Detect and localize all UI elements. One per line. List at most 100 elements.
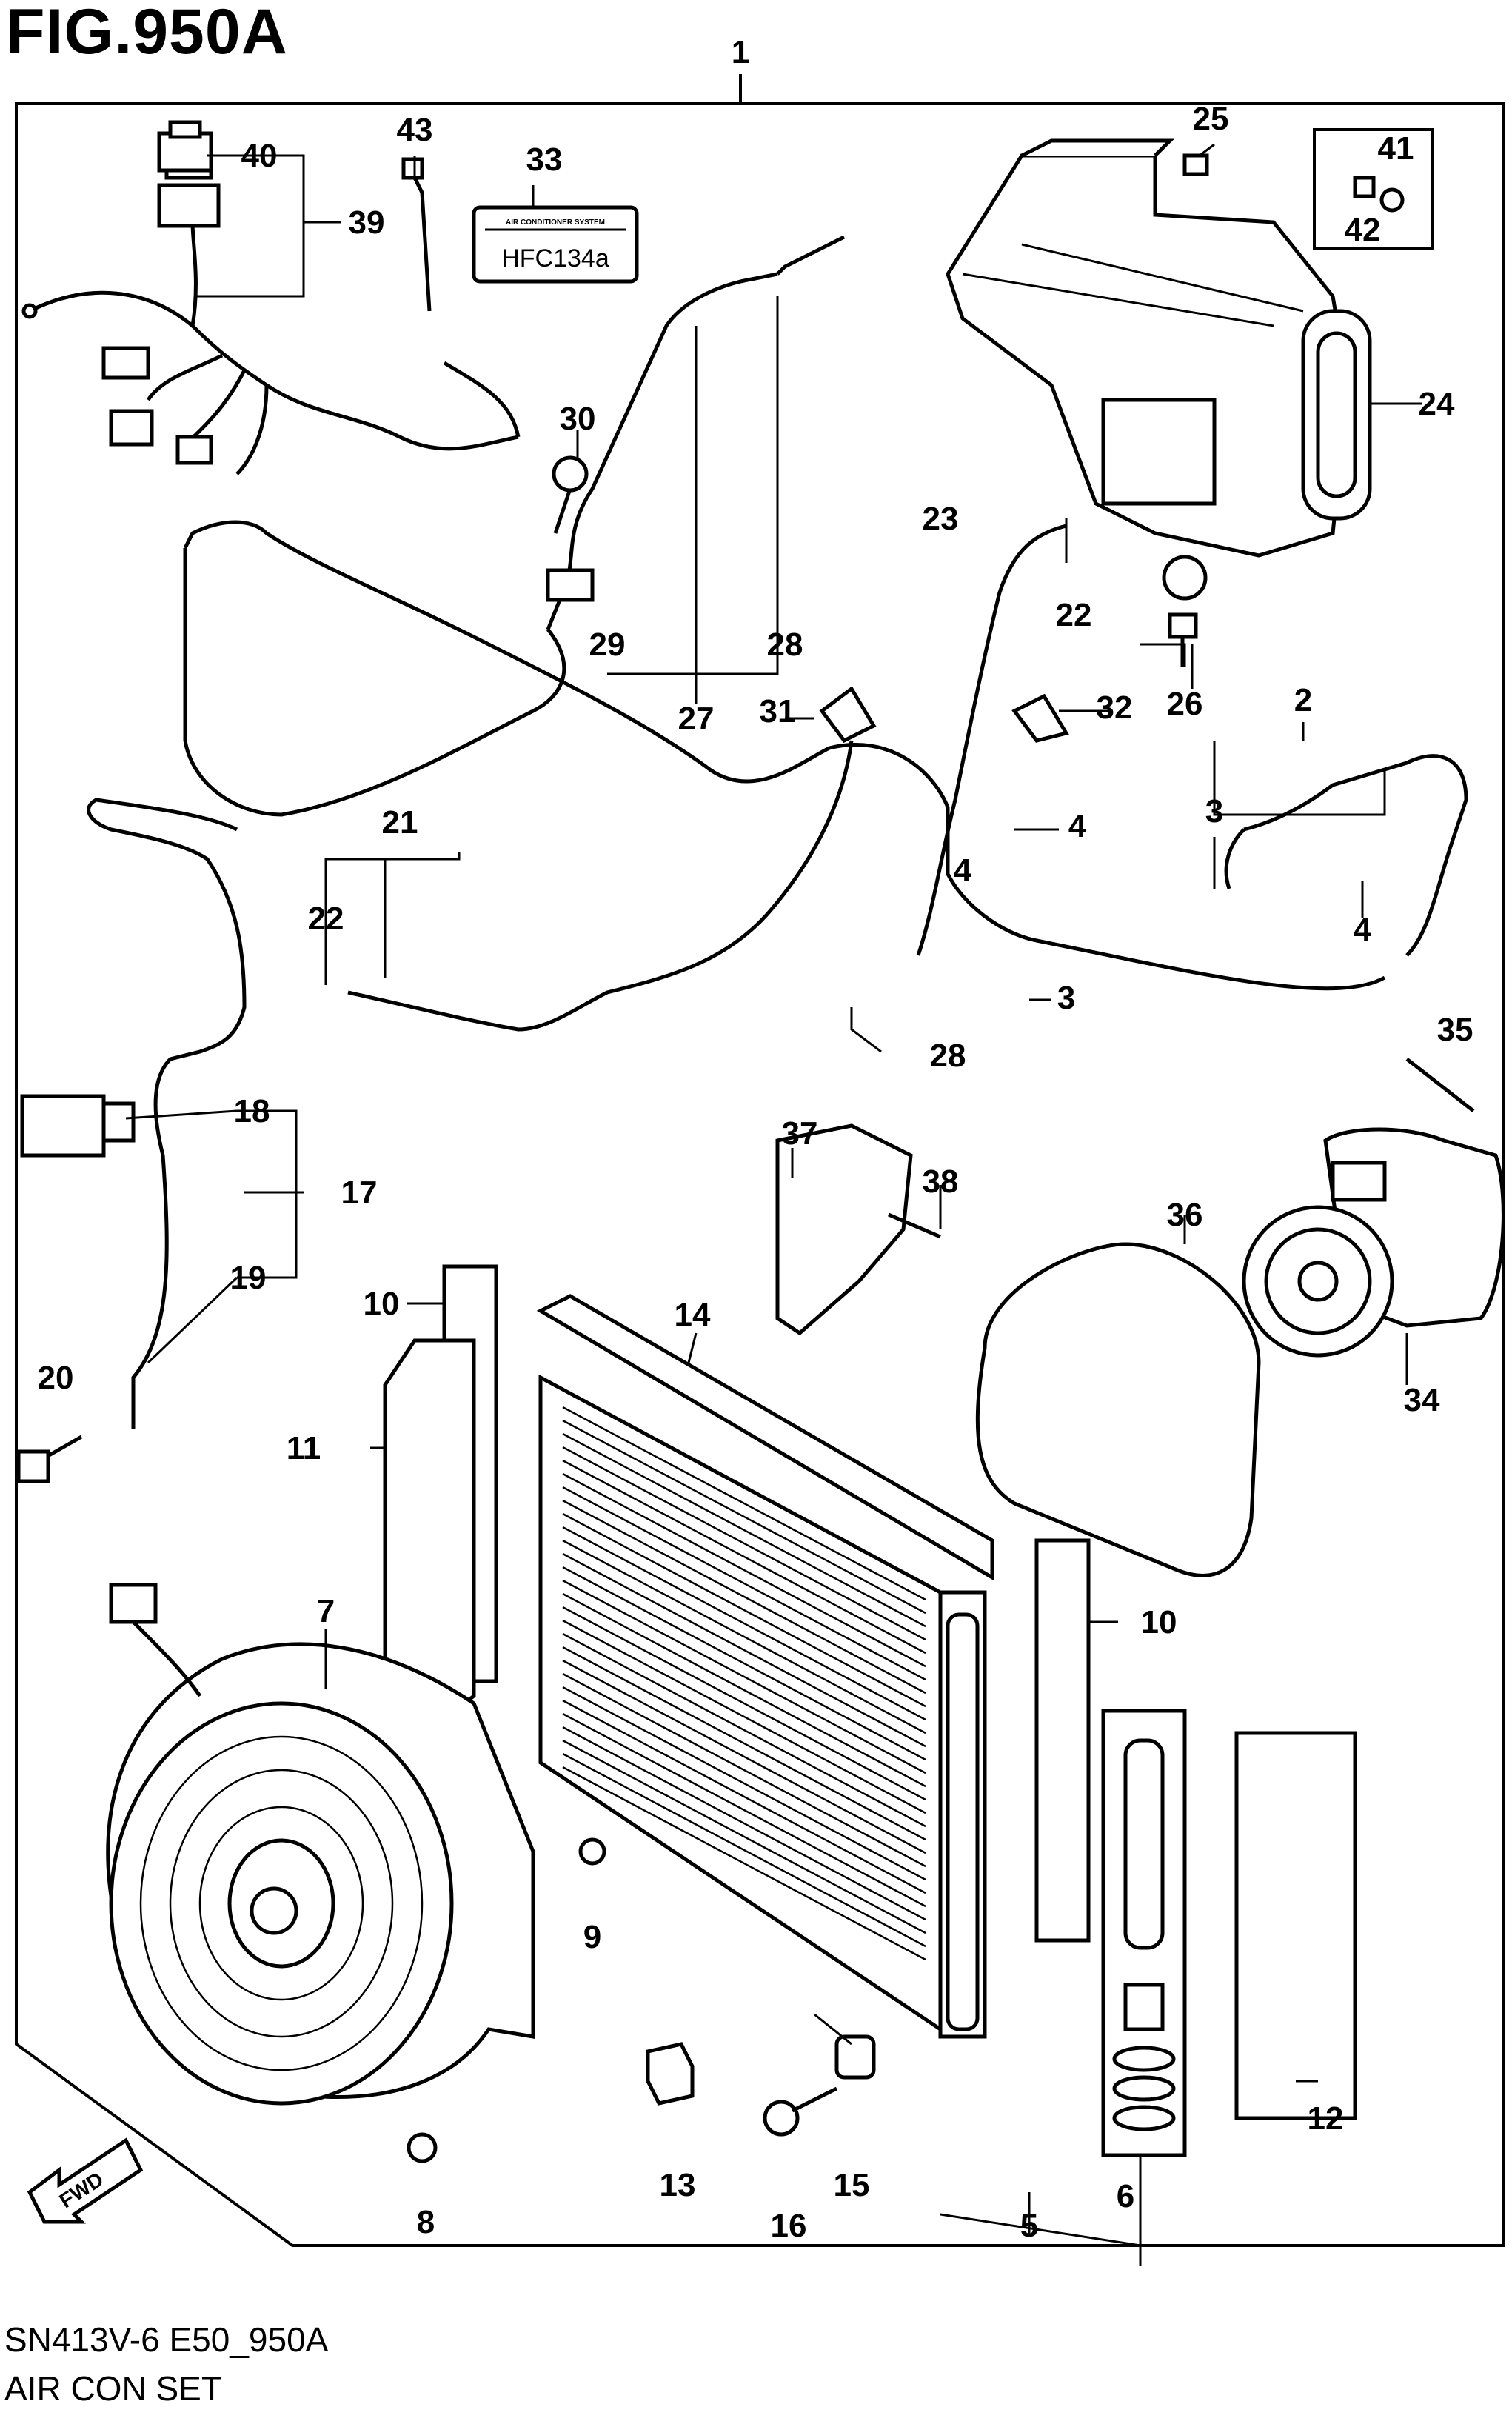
wiring-harness xyxy=(21,142,521,475)
callout: 39 xyxy=(349,204,385,241)
callout: 35 xyxy=(1437,1012,1473,1048)
callout: 40 xyxy=(241,138,278,174)
assembly-frame xyxy=(15,102,1505,2247)
seal-11 xyxy=(383,1338,476,1721)
callout: 28 xyxy=(930,1038,966,1074)
callout: 6 xyxy=(1117,2178,1134,2214)
callout: 12 xyxy=(1308,2100,1344,2137)
callout: 30 xyxy=(560,401,596,437)
condenser-fin xyxy=(562,1592,926,1788)
refrigerant-pipes xyxy=(87,235,1468,1429)
callout: 4 xyxy=(1354,912,1372,948)
callout: 31 xyxy=(760,693,796,729)
condenser-fin xyxy=(562,1712,926,1908)
condenser-fin xyxy=(562,1699,926,1894)
callout: 22 xyxy=(1056,597,1092,633)
pressure-switch xyxy=(20,1094,136,1158)
condenser-fin xyxy=(562,1579,926,1774)
pipe-clamp xyxy=(546,455,595,602)
callout: 17 xyxy=(341,1175,378,1211)
callout: 14 xyxy=(675,1297,711,1333)
callout: 42 xyxy=(1345,212,1381,248)
condenser-fin xyxy=(562,1552,926,1748)
callout: 19 xyxy=(230,1260,267,1296)
callout: 20 xyxy=(38,1360,74,1396)
callout: 1 xyxy=(732,34,749,70)
bolt-20 xyxy=(16,1435,83,1483)
pipe-bracket-2 xyxy=(1011,693,1069,743)
condenser-fin xyxy=(562,1526,926,1721)
condenser xyxy=(536,1294,994,2039)
relay-connector xyxy=(157,120,213,173)
callout: 5 xyxy=(1020,2208,1038,2244)
condenser-fin xyxy=(562,1486,926,1681)
condenser-fin xyxy=(562,1539,926,1734)
seal-10-right xyxy=(1034,1538,1091,1943)
drier-cartridge xyxy=(1101,1709,1187,2157)
callout: 29 xyxy=(589,627,626,663)
condenser-fin xyxy=(562,1499,926,1695)
condenser-fin xyxy=(562,1646,926,1841)
condenser-fin xyxy=(562,1606,926,1801)
callout: 43 xyxy=(397,112,433,148)
inset-box xyxy=(1313,128,1434,250)
bolt-25 xyxy=(1182,153,1209,176)
callout: 36 xyxy=(1167,1197,1203,1233)
callout: 4 xyxy=(1068,808,1087,844)
callout: 21 xyxy=(382,804,418,841)
evaporator-unit xyxy=(946,138,1372,601)
condenser-fin xyxy=(562,1739,926,1934)
callout: 27 xyxy=(678,701,715,737)
condenser-fin xyxy=(562,1566,926,1761)
seal-12 xyxy=(1234,1731,1357,2120)
callout: 28 xyxy=(767,627,803,663)
condenser-fin xyxy=(562,1446,926,1641)
callout: 33 xyxy=(526,141,563,178)
condenser-fin xyxy=(562,1672,926,1868)
callout: 24 xyxy=(1419,386,1455,422)
bolt-35 xyxy=(1405,1058,1475,1112)
cushion-13 xyxy=(646,2042,695,2106)
condenser-fin xyxy=(562,1752,926,1948)
condenser-fin xyxy=(562,1686,926,1881)
footer-figure-code: SN413V-6 E50_950A xyxy=(4,2320,329,2359)
callout: 3 xyxy=(1205,793,1223,829)
callout: 13 xyxy=(660,2167,696,2203)
callout: 41 xyxy=(1378,130,1414,167)
compressor-bracket xyxy=(775,1123,913,1336)
fwd-arrow xyxy=(27,2137,144,2224)
condenser-fin xyxy=(562,1512,926,1708)
footer-figure-name: AIR CON SET xyxy=(4,2369,222,2408)
callout: 32 xyxy=(1097,690,1133,726)
collar-15 xyxy=(834,2034,876,2080)
tie-strap xyxy=(401,157,432,312)
callout: 23 xyxy=(923,501,959,537)
condenser-fin xyxy=(562,1766,926,1961)
condenser-fin xyxy=(562,1632,926,1828)
nut-8 xyxy=(407,2132,438,2163)
callout: 34 xyxy=(1404,1382,1440,1418)
callout: 25 xyxy=(1193,101,1229,137)
condenser-fin xyxy=(562,1726,926,1921)
label-plate xyxy=(472,205,639,284)
callout: 22 xyxy=(308,901,344,937)
condenser-fin xyxy=(562,1619,926,1814)
bolt-38 xyxy=(888,1212,941,1239)
callout: 16 xyxy=(771,2208,807,2244)
callout: 10 xyxy=(1141,1604,1177,1640)
cooling-fan xyxy=(106,1583,535,2106)
callout: 8 xyxy=(417,2204,435,2240)
drive-belt xyxy=(975,1242,1261,1577)
condenser-fin xyxy=(562,1432,926,1628)
label-plate-header: AIR CONDITIONER SYSTEM xyxy=(506,218,605,227)
callout: 3 xyxy=(1057,980,1075,1016)
callout: 7 xyxy=(317,1593,335,1629)
condenser-fin xyxy=(562,1472,926,1668)
callout: 15 xyxy=(834,2167,870,2203)
condenser-fin xyxy=(562,1459,926,1655)
callout: 10 xyxy=(364,1286,400,1322)
bolt-16 xyxy=(763,2086,838,2137)
bolt-26 xyxy=(1168,612,1198,667)
leader-lines xyxy=(125,143,1422,2266)
